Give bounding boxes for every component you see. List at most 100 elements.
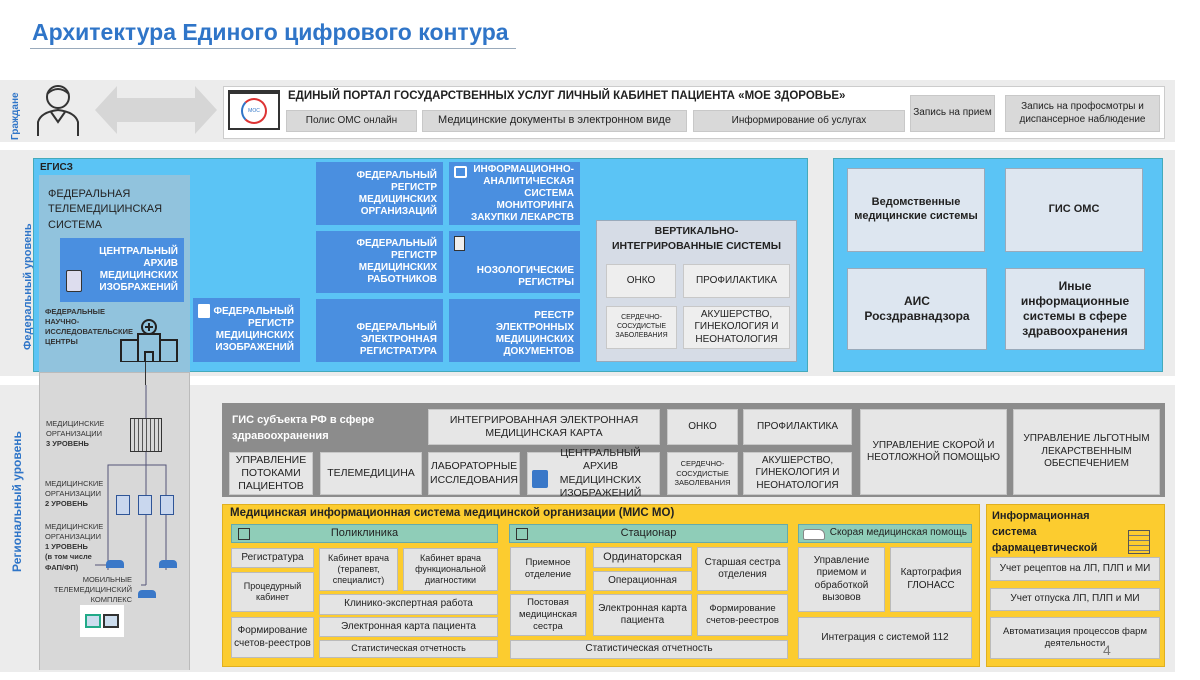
level3-building-icon bbox=[130, 418, 162, 452]
stac-billing[interactable]: Формирование счетов-реестров bbox=[697, 594, 788, 636]
pharma-prescriptions[interactable]: Учет рецептов на ЛП, ПЛП и МИ bbox=[990, 557, 1160, 581]
gis-prevention[interactable]: ПРОФИЛАКТИКА bbox=[743, 409, 852, 445]
med-docs-button[interactable]: Медицинские документы в электронном виде bbox=[422, 110, 687, 132]
ambulance-header: Скорая медицинская помощь bbox=[798, 524, 972, 543]
gis-lab[interactable]: ЛАБОРАТОРНЫЕ ИССЛЕДОВАНИЯ bbox=[428, 452, 520, 495]
clipboard-icon bbox=[454, 236, 465, 251]
gis-archive-label: ЦЕНТРАЛЬНЫЙ АРХИВ МЕДИЦИНСКИХ ИЗОБРАЖЕНИ… bbox=[559, 447, 642, 499]
documents-icon bbox=[198, 304, 210, 318]
central-archive-label: ЦЕНТРАЛЬНЫЙ АРХИВ МЕДИЦИНСКИХ ИЗОБРАЖЕНИ… bbox=[99, 246, 178, 293]
checkup-button[interactable]: Запись на профосмотры и диспансерное наб… bbox=[1005, 95, 1160, 132]
people-icon bbox=[138, 590, 156, 598]
stac-operating[interactable]: Операционная bbox=[593, 571, 692, 591]
research-centers-label: ФЕДЕРАЛЬНЫЕ НАУЧНО-ИССЛЕДОВАТЕЛЬСКИЕ ЦЕН… bbox=[45, 307, 134, 347]
polyclinic-header: Поликлиника bbox=[231, 524, 498, 543]
fed-register-workers[interactable]: ФЕДЕРАЛЬНЫЙ РЕГИСТР МЕДИЦИНСКИХ РАБОТНИК… bbox=[316, 231, 443, 293]
level1-text: МЕДИЦИНСКИЕ ОРГАНИЗАЦИИ bbox=[45, 522, 104, 542]
medkit-icon bbox=[454, 166, 467, 178]
gis-drug-benefits[interactable]: УПРАВЛЕНИЕ ЛЬГОТНЫМ ЛЕКАРСТВЕННЫМ ОБЕСПЕ… bbox=[1013, 409, 1160, 495]
amb-112[interactable]: Интеграция с системой 112 bbox=[798, 617, 972, 659]
fed-register-orgs[interactable]: ФЕДЕРАЛЬНЫЙ РЕГИСТР МЕДИЦИНСКИХ ОРГАНИЗА… bbox=[316, 162, 443, 225]
poly-expert-work[interactable]: Клинико-экспертная работа bbox=[319, 594, 498, 615]
gis-archive[interactable]: ЦЕНТРАЛЬНЫЙ АРХИВ МЕДИЦИНСКИХ ИЗОБРАЖЕНИ… bbox=[527, 447, 660, 499]
gis-patient-flow[interactable]: УПРАВЛЕНИЕ ПОТОКАМИ ПАЦИЕНТОВ bbox=[229, 452, 313, 495]
stac-head-nurse[interactable]: Старшая сестра отделения bbox=[697, 547, 788, 591]
page-title: Архитектура Единого цифрового контура bbox=[32, 19, 509, 45]
central-archive-box[interactable]: ЦЕНТРАЛЬНЫЙ АРХИВ МЕДИЦИНСКИХ ИЗОБРАЖЕНИ… bbox=[60, 238, 184, 302]
polis-oms-button[interactable]: Полис ОМС онлайн bbox=[286, 110, 417, 132]
gis-telemedicine[interactable]: ТЕЛЕМЕДИЦИНА bbox=[320, 452, 422, 495]
level1-level: 1 УРОВЕНЬ (в том числе ФАП/ФП) bbox=[45, 542, 92, 572]
vis-prevention[interactable]: ПРОФИЛАКТИКА bbox=[683, 264, 790, 298]
poly-billing[interactable]: Формирование счетов-реестров bbox=[231, 617, 314, 658]
ais-roszdravnadzor[interactable]: АИС Росздравнадзора bbox=[847, 268, 987, 350]
poly-procedure-room[interactable]: Процедурный кабинет bbox=[231, 572, 314, 612]
regional-label: Региональный уровень bbox=[10, 431, 24, 572]
amb-glonass[interactable]: Картография ГЛОНАСС bbox=[890, 547, 972, 612]
amb-call-handling[interactable]: Управление приемом и обработкой вызовов bbox=[798, 547, 885, 612]
people-icon bbox=[159, 560, 177, 568]
e-med-docs-registry[interactable]: РЕЕСТР ЭЛЕКТРОННЫХ МЕДИЦИНСКИХ ДОКУМЕНТО… bbox=[449, 299, 580, 362]
vis-onko[interactable]: ОНКО bbox=[606, 264, 676, 298]
gis-onko[interactable]: ОНКО bbox=[667, 409, 738, 445]
level2-text: МЕДИЦИНСКИЕ ОРГАНИЗАЦИИ bbox=[45, 479, 104, 499]
gosuslugi-monitor-icon: МОС bbox=[228, 90, 280, 130]
fed-register-images[interactable]: ФЕДЕРАЛЬНЫЙ РЕГИСТР МЕДИЦИНСКИХ ИЗОБРАЖЕ… bbox=[193, 298, 300, 362]
gosuslugi-logo: МОС bbox=[241, 98, 267, 124]
ambulance-title: Скорая медицинская помощь bbox=[829, 527, 967, 539]
fed-register-images-label: ФЕДЕРАЛЬНЫЙ РЕГИСТР МЕДИЦИНСКИХ ИЗОБРАЖЕ… bbox=[213, 306, 294, 353]
disk-icon bbox=[66, 270, 82, 292]
gis-title: ГИС субъекта РФ в сфере здравоохранения bbox=[232, 414, 375, 442]
portal-title: ЕДИНЫЙ ПОРТАЛ ГОСУДАРСТВЕННЫХ УСЛУГ ЛИЧН… bbox=[288, 90, 846, 102]
poly-ehr[interactable]: Электронная карта пациента bbox=[319, 617, 498, 637]
level3-text: МЕДИЦИНСКИЕ ОРГАНИЗАЦИИ bbox=[46, 419, 105, 439]
citizen-person-icon bbox=[37, 85, 79, 136]
appointment-button[interactable]: Запись на прием bbox=[910, 95, 995, 132]
egisz-label: ЕГИСЗ bbox=[40, 162, 73, 173]
gis-iemk[interactable]: ИНТЕГРИРОВАННАЯ ЭЛЕКТРОННАЯ МЕДИЦИНСКАЯ … bbox=[428, 409, 660, 445]
hospital-icon bbox=[120, 319, 178, 362]
stac-ehr[interactable]: Электронная карта пациента bbox=[593, 594, 692, 636]
other-info-systems[interactable]: Иные информационные системы в сфере здра… bbox=[1005, 268, 1145, 350]
stac-ward-nurse[interactable]: Постовая медицинская сестра bbox=[510, 594, 586, 636]
gis-cardio[interactable]: СЕРДЕЧНО-СОСУДИСТЫЕ ЗАБОЛЕВАНИЯ bbox=[667, 452, 738, 495]
building-icon bbox=[516, 528, 528, 540]
page-number: 4 bbox=[1103, 642, 1111, 658]
mis-title: Медицинская информационная система медиц… bbox=[230, 507, 675, 519]
stac-admission[interactable]: Приемное отделение bbox=[510, 547, 586, 591]
disk-icon bbox=[532, 470, 548, 488]
departmental-systems[interactable]: Ведомственные медицинские системы bbox=[847, 168, 985, 252]
level2-level: 2 УРОВЕНЬ bbox=[45, 499, 88, 509]
vertical-systems-title: ВЕРТИКАЛЬНО-ИНТЕГРИРОВАННЫЕ СИСТЕМЫ bbox=[612, 225, 781, 253]
org-tree-lines bbox=[95, 385, 167, 586]
mobile-complex-label: МОБИЛЬНЫЕ ТЕЛЕМЕДИЦИНСКИЙ КОМПЛЕКС bbox=[53, 575, 132, 605]
gis-oms[interactable]: ГИС ОМС bbox=[1005, 168, 1143, 252]
medicine-icon bbox=[1128, 530, 1150, 554]
drug-monitoring-system[interactable]: ИНФОРМАЦИОННО-АНАЛИТИЧЕСКАЯ СИСТЕМА МОНИ… bbox=[449, 162, 580, 225]
level2-building-icon bbox=[138, 495, 152, 515]
hospital-title: Стационар bbox=[620, 526, 677, 539]
pharma-dispensing[interactable]: Учет отпуска ЛП, ПЛП и МИ bbox=[990, 588, 1160, 611]
level2-building-icon bbox=[160, 495, 174, 515]
poly-doctor-office[interactable]: Кабинет врача (терапевт, специалист) bbox=[319, 548, 398, 591]
poly-registry[interactable]: Регистратура bbox=[231, 548, 314, 568]
poly-diagnostics-office[interactable]: Кабинет врача функциональной диагностики bbox=[403, 548, 498, 591]
vis-obstetrics[interactable]: АКУШЕРСТВО, ГИНЕКОЛОГИЯ И НЕОНАТОЛОГИЯ bbox=[683, 306, 790, 349]
level3-level: 3 УРОВЕНЬ bbox=[46, 439, 89, 449]
fed-e-registry[interactable]: ФЕДЕРАЛЬНЫЙ ЭЛЕКТРОННАЯ РЕГИСТРАТУРА bbox=[316, 299, 443, 362]
ambulance-icon bbox=[803, 529, 825, 540]
people-icon bbox=[106, 560, 124, 568]
stac-stats[interactable]: Статистическая отчетность bbox=[510, 640, 788, 659]
video-call-icon bbox=[80, 605, 124, 637]
services-info-button[interactable]: Информирование об услугах bbox=[693, 110, 905, 132]
vis-cardio[interactable]: СЕРДЕЧНО-СОСУДИСТЫЕ ЗАБОЛЕВАНИЯ bbox=[606, 306, 677, 349]
stac-residency[interactable]: Ординаторская bbox=[593, 547, 692, 568]
poly-stats[interactable]: Статистическая отчетность bbox=[319, 640, 498, 658]
gis-obstetrics[interactable]: АКУШЕРСТВО, ГИНЕКОЛОГИЯ И НЕОНАТОЛОГИЯ bbox=[743, 452, 852, 495]
nosology-registers[interactable]: НОЗОЛОГИЧЕСКИЕ РЕГИСТРЫ bbox=[449, 231, 580, 293]
gis-ambulance-mgmt[interactable]: УПРАВЛЕНИЕ СКОРОЙ И НЕОТЛОЖНОЙ ПОМОЩЬЮ bbox=[860, 409, 1007, 495]
pharma-automation[interactable]: Автоматизация процессов фарм деятельност… bbox=[990, 617, 1160, 659]
